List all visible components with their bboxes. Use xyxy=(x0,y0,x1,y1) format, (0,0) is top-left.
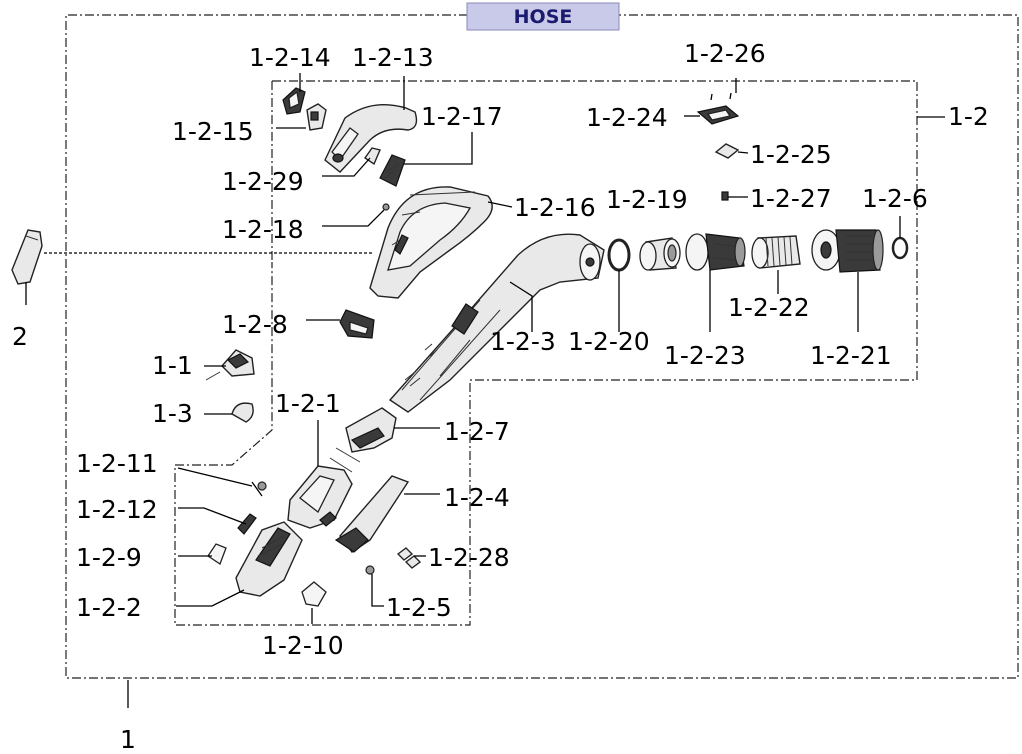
assembly-1-2-upper-outline xyxy=(174,80,918,626)
part-1-2-1-tube xyxy=(287,465,353,529)
part-1-2-23-swivel xyxy=(685,233,746,271)
label-1-2-26: 1-2-26 xyxy=(684,39,766,68)
part-1-2-10 xyxy=(301,581,327,607)
label-1-2-18: 1-2-18 xyxy=(222,215,304,244)
part-1-2-2-lower-grip xyxy=(235,521,303,597)
label-1-2-13: 1-2-13 xyxy=(352,43,434,72)
label-1-2-7: 1-2-7 xyxy=(444,417,510,446)
label-1-2-14: 1-2-14 xyxy=(249,43,331,72)
part-1-2-19-coupling xyxy=(639,237,681,271)
label-1-2-12: 1-2-12 xyxy=(76,495,158,524)
label-1-2-9: 1-2-9 xyxy=(76,543,142,572)
part-1-2-24-clip xyxy=(696,105,740,125)
label-1-2-16: 1-2-16 xyxy=(514,193,596,222)
part-labels: 2 1 1-2 1-2-14 1-2-13 1-2-15 1-2-17 1-2-… xyxy=(12,39,989,754)
part-1-2-9 xyxy=(207,543,227,565)
part-1-2-22-sleeve xyxy=(751,235,801,269)
part-1-2-7-connector xyxy=(329,407,397,473)
part-1-2-16-handle-body xyxy=(369,186,493,299)
label-1-2-21: 1-2-21 xyxy=(810,341,892,370)
label-1-2-2: 1-2-2 xyxy=(76,593,142,622)
part-1-2-15-switch xyxy=(306,103,327,131)
label-1-2-5: 1-2-5 xyxy=(386,593,452,622)
label-1-1: 1-1 xyxy=(152,351,193,380)
label-1-2-15: 1-2-15 xyxy=(172,117,254,146)
part-2-handle-cover xyxy=(11,229,43,285)
diagram-title: HOSE xyxy=(514,6,573,28)
assembly-1-outline xyxy=(65,14,1019,679)
part-1-2-5-screw xyxy=(365,565,375,575)
part-1-2-11-spring xyxy=(251,481,263,497)
label-1-2-3: 1-2-3 xyxy=(490,327,556,356)
label-1-2-11: 1-2-11 xyxy=(76,449,158,478)
part-1-2-28-clips xyxy=(396,547,422,569)
label-1-2-1: 1-2-1 xyxy=(275,389,341,418)
part-1-2-12-latch xyxy=(237,513,257,535)
label-1-2-27: 1-2-27 xyxy=(750,184,832,213)
part-1-3 xyxy=(231,402,254,423)
part-1-2-14-button xyxy=(282,87,306,115)
label-1-2-6: 1-2-6 xyxy=(862,184,928,213)
label-1-2-29: 1-2-29 xyxy=(222,167,304,196)
part-1-2-21-hose-cuff xyxy=(811,229,884,273)
part-screw-near-1-2-11 xyxy=(257,481,267,491)
leader-lines xyxy=(25,73,945,708)
label-1-2-20: 1-2-20 xyxy=(568,327,650,356)
part-1-2-18-screw xyxy=(382,203,390,211)
label-1-2-23: 1-2-23 xyxy=(664,341,746,370)
label-1-2: 1-2 xyxy=(948,102,989,131)
label-1-2-28: 1-2-28 xyxy=(428,543,510,572)
label-1-2-22: 1-2-22 xyxy=(728,293,810,322)
title-tab: HOSE xyxy=(466,2,620,31)
label-1-2-10: 1-2-10 xyxy=(262,631,344,660)
label-1: 1 xyxy=(120,725,136,754)
part-1-2-20-ring xyxy=(607,238,631,272)
part-1-2-17-pcb xyxy=(379,154,406,187)
part-1-2-3-wand-tube xyxy=(388,233,605,413)
part-1-2-13-handle-cover xyxy=(324,103,418,173)
part-1-2-26-pins xyxy=(710,92,732,101)
part-1-1 xyxy=(205,349,255,381)
label-1-2-17: 1-2-17 xyxy=(421,102,503,131)
label-2: 2 xyxy=(12,322,28,351)
label-1-2-25: 1-2-25 xyxy=(750,140,832,169)
part-1-2-27-pin xyxy=(721,191,729,201)
part-1-2-6-oring xyxy=(891,236,909,260)
label-1-2-8: 1-2-8 xyxy=(222,310,288,339)
part-1-2-8-latch xyxy=(339,309,375,339)
part-1-2-4-side-cover xyxy=(334,475,410,553)
label-1-2-4: 1-2-4 xyxy=(444,483,510,512)
label-1-2-19: 1-2-19 xyxy=(606,185,688,214)
part-1-2-25-clip xyxy=(714,143,740,159)
label-1-3: 1-3 xyxy=(152,399,193,428)
label-1-2-24: 1-2-24 xyxy=(586,103,668,132)
